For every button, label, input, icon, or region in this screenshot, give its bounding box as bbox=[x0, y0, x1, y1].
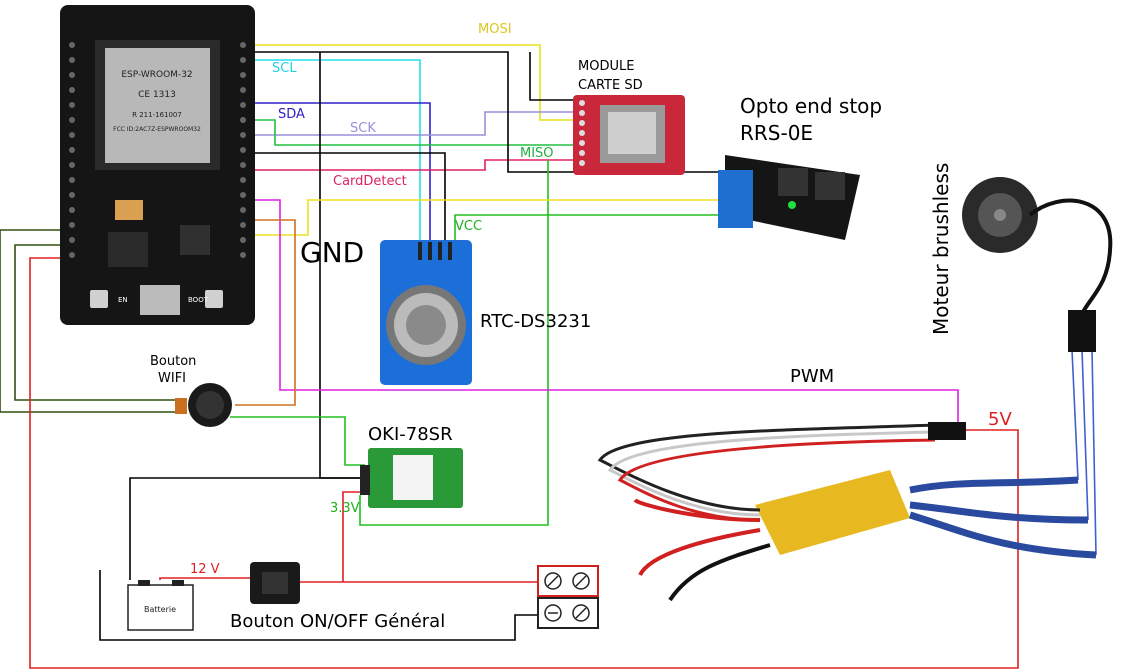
label-12v: 12 V bbox=[190, 562, 220, 577]
esp-right-pins bbox=[240, 42, 246, 258]
opto-endstop bbox=[718, 155, 860, 240]
rtc-module bbox=[380, 240, 472, 385]
label-33v: 3.3V bbox=[330, 501, 360, 516]
label-motor: Moteur brushless bbox=[929, 163, 953, 335]
usb-port bbox=[140, 285, 180, 315]
label-wifi-2: WIFI bbox=[158, 371, 186, 386]
en-button bbox=[90, 290, 108, 308]
label-module-sd-2: CARTE SD bbox=[578, 78, 643, 93]
wire-motor-1 bbox=[1071, 349, 1079, 481]
fcc-id: FCC ID:2AC7Z-ESPWROOM32 bbox=[113, 126, 201, 133]
label-mosi: MOSI bbox=[478, 22, 512, 37]
wire-sck bbox=[245, 111, 580, 136]
esp-left-pins bbox=[69, 42, 75, 258]
esc-controller bbox=[597, 422, 1097, 602]
wire-motor-3 bbox=[1091, 349, 1097, 556]
label-card-detect: CardDetect bbox=[333, 174, 407, 189]
wire-wifi-a2 bbox=[14, 244, 180, 401]
en-label: EN bbox=[118, 296, 128, 304]
wire-33v bbox=[230, 416, 365, 466]
esp-module-name: ESP-WROOM-32 bbox=[121, 70, 192, 80]
label-pwm: PWM bbox=[790, 366, 834, 387]
wire-wifi-a bbox=[0, 229, 180, 413]
wire-12v bbox=[159, 577, 250, 580]
wire-5v bbox=[29, 257, 1019, 669]
wire-vcc-2 bbox=[359, 215, 549, 526]
wires bbox=[0, 44, 1097, 669]
boot-label: BOOT bbox=[188, 296, 209, 304]
boot-button bbox=[205, 290, 223, 308]
esp32-board: ESP-WROOM-32 CE 1313 R 211-161007 FCC ID… bbox=[60, 5, 255, 325]
r-mark: R 211-161007 bbox=[132, 111, 182, 119]
wire-gnd-batt bbox=[129, 477, 365, 580]
label-opto-1: Opto end stop bbox=[740, 94, 882, 118]
label-gnd: GND bbox=[300, 236, 364, 269]
wire-opto-signal bbox=[245, 199, 720, 236]
label-miso: MISO bbox=[520, 146, 554, 161]
label-sda: SDA bbox=[278, 107, 305, 122]
wire-pwm bbox=[245, 199, 959, 430]
label-scl: SCL bbox=[272, 61, 297, 76]
label-rtc: RTC-DS3231 bbox=[480, 311, 591, 332]
label-opto-2: RRS-0E bbox=[740, 121, 813, 145]
sd-card-module bbox=[573, 95, 685, 175]
battery-label: Batterie bbox=[144, 605, 176, 614]
oki-regulator bbox=[360, 448, 463, 508]
ce-mark: CE 1313 bbox=[138, 90, 176, 100]
wire-gnd-4 bbox=[529, 52, 580, 101]
terminal-block-positive bbox=[537, 565, 599, 597]
label-sck: SCK bbox=[350, 121, 376, 136]
labels: MOSI SCL SDA SCK MISO CardDetect VCC GND… bbox=[150, 22, 1012, 632]
wire-scl bbox=[245, 59, 421, 248]
wire-wifi-b bbox=[235, 219, 296, 406]
wire-gnd-bottom bbox=[99, 570, 540, 641]
terminal-block-negative bbox=[537, 597, 599, 629]
label-main-switch: Bouton ON/OFF Général bbox=[230, 611, 445, 632]
wire-gnd-3 bbox=[245, 152, 446, 248]
main-switch bbox=[250, 562, 300, 604]
label-5v: 5V bbox=[988, 409, 1012, 430]
label-wifi-1: Bouton bbox=[150, 354, 196, 369]
battery: Batterie bbox=[127, 580, 194, 631]
label-oki: OKI-78SR bbox=[368, 424, 453, 445]
wire-vcc bbox=[454, 214, 720, 248]
label-module-sd-1: MODULE bbox=[578, 59, 634, 74]
wire-mosi bbox=[245, 44, 580, 121]
wire-miso bbox=[245, 119, 580, 146]
label-vcc: VCC bbox=[455, 219, 482, 234]
wire-12v-oki bbox=[342, 491, 368, 582]
wire-card-detect bbox=[245, 159, 580, 171]
brushless-motor bbox=[962, 177, 1113, 352]
wifi-button bbox=[175, 383, 232, 427]
wire-motor-2 bbox=[1081, 349, 1089, 521]
